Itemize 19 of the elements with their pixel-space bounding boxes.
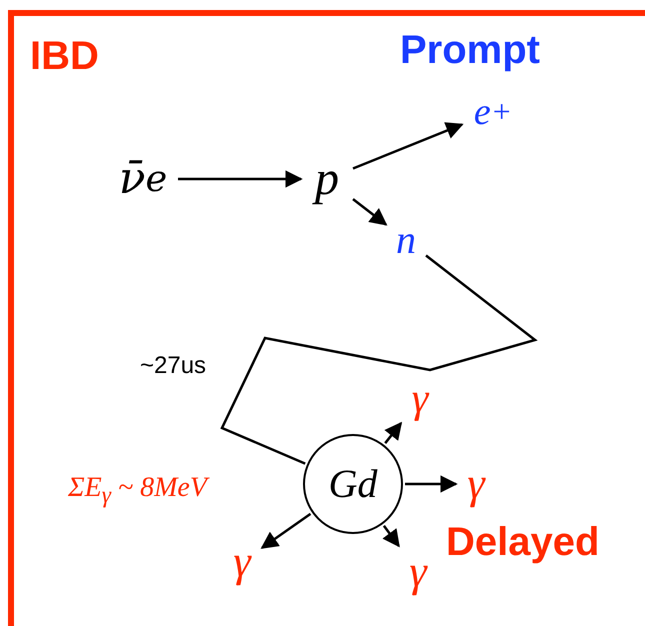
particle-symbol: γ [226, 540, 258, 584]
arrow [352, 198, 388, 226]
particle-symbol: γ [405, 378, 435, 420]
heading: Prompt [400, 28, 540, 73]
arrow [352, 122, 464, 170]
arrow [178, 170, 303, 188]
arrow [405, 475, 458, 493]
particle-symbol: γ [460, 462, 492, 506]
circle-node [303, 434, 403, 534]
connector-line [220, 254, 538, 465]
heading: Delayed [446, 520, 600, 565]
particle-symbol: γ [402, 550, 434, 594]
arrow [382, 525, 400, 548]
particle-symbol: n [390, 222, 422, 258]
heading: IBD [30, 34, 99, 79]
particle-symbol: p [305, 155, 349, 203]
node-label: Gd [328, 464, 378, 504]
arrow [384, 422, 402, 444]
arrow [260, 512, 312, 549]
